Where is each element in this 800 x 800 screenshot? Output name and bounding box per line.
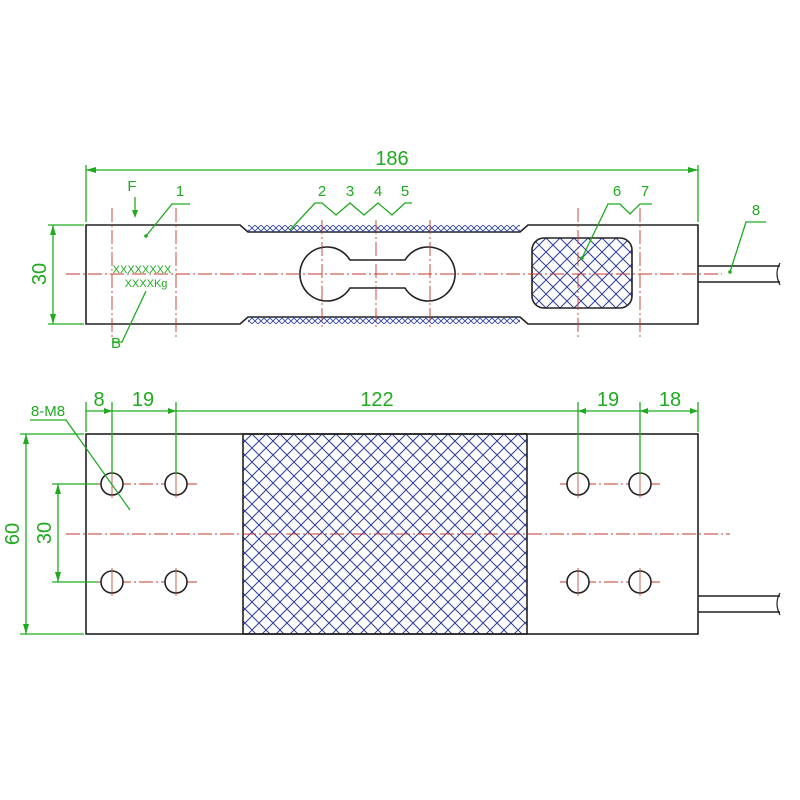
thread-label: 8-M8 — [31, 403, 65, 420]
part-label-1: 1 — [176, 183, 184, 200]
dim-30-arrows — [50, 225, 56, 324]
cable-break — [776, 262, 781, 286]
dim-186-label: 186 — [375, 148, 408, 170]
dim-122-label: 122 — [360, 389, 393, 411]
top-view: 186 30 F 1 XXXXXXXX XXXXKg B 2 3 4 5 6 7… — [29, 148, 781, 352]
part-8-leader — [729, 221, 766, 273]
parts-6-7-dot — [580, 256, 584, 260]
dim-60-label: 60 — [2, 523, 24, 545]
marking-leader — [112, 290, 147, 343]
bottom-view: 8 19 122 19 18 8-M8 60 30 — [2, 389, 781, 635]
part-label-5: 5 — [401, 183, 409, 200]
marking-line-2: XXXXKg — [125, 278, 168, 290]
parts-2-5-leader — [289, 202, 412, 231]
parts-6-7-leader — [581, 203, 652, 259]
dim-8-label: 8 — [93, 389, 104, 411]
force-arrow-head — [132, 210, 138, 218]
part-1-dot — [144, 234, 148, 238]
force-label: F — [127, 178, 136, 195]
potting-area — [531, 237, 633, 309]
part-label-8: 8 — [752, 202, 760, 219]
part-label-4: 4 — [374, 183, 382, 200]
dim-30-top-label: 30 — [29, 263, 51, 285]
part-1-leader — [145, 203, 190, 237]
marking-line-1: XXXXXXXX — [113, 264, 172, 276]
part-8-dot — [728, 270, 732, 274]
binocular-slot — [299, 246, 456, 302]
part-label-7: 7 — [641, 183, 649, 200]
part-label-3: 3 — [346, 183, 354, 200]
bottom-cable-break — [776, 592, 781, 616]
dim-chain-arrows — [104, 408, 698, 414]
part-label-6: 6 — [613, 183, 621, 200]
thread-leader — [30, 419, 131, 511]
marking-tag: B — [111, 335, 121, 352]
dim-30b-arrows — [55, 484, 61, 582]
dim-19-left-label: 19 — [132, 389, 154, 411]
part-label-2: 2 — [318, 183, 326, 200]
dim-18-label: 18 — [659, 389, 681, 411]
dim-19-right-label: 19 — [597, 389, 619, 411]
top-gauge-strip — [248, 225, 520, 232]
dim-30-bottom-label: 30 — [34, 522, 56, 544]
bottom-gauge-strip — [248, 317, 520, 324]
